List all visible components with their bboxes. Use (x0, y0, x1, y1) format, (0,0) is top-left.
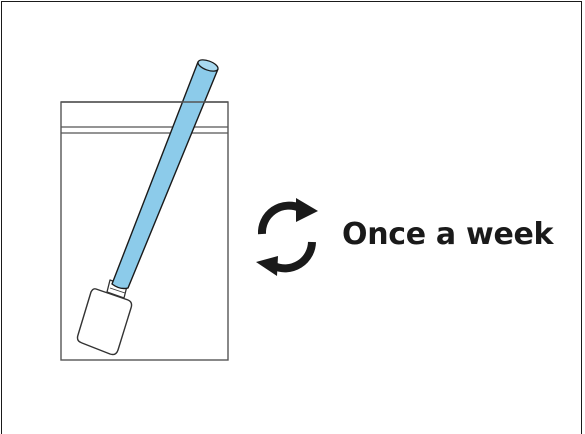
swab-head (78, 289, 132, 355)
swab-handle (112, 62, 218, 289)
frequency-caption: Once a week (342, 212, 553, 258)
refresh-cycle-icon (256, 198, 318, 276)
